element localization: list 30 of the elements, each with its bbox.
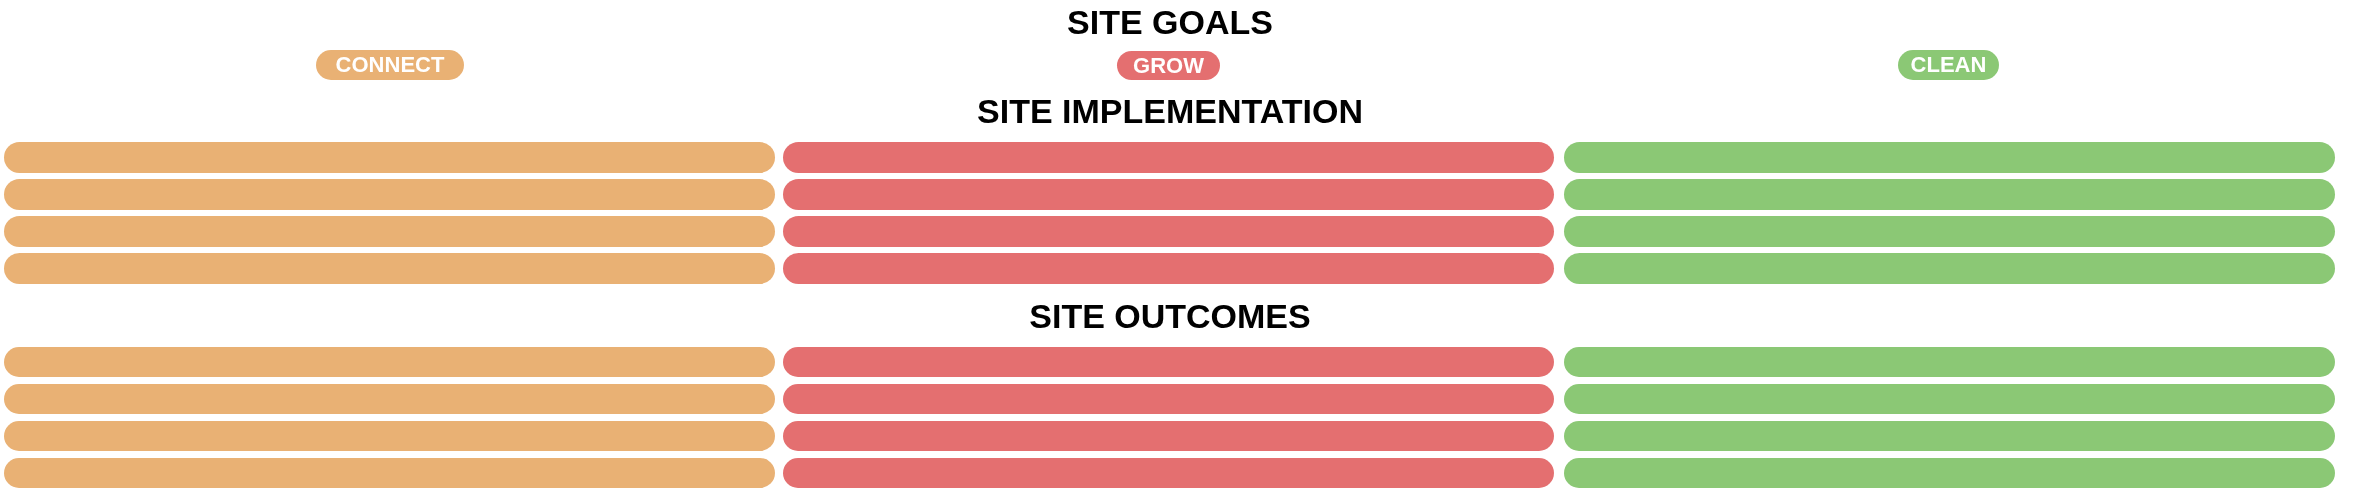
implementation-bar	[4, 142, 775, 173]
goal-tag: CONNECT	[316, 50, 464, 80]
outcome-bar	[1564, 347, 2335, 377]
implementation-bar	[1564, 216, 2335, 247]
goal-tag: GROW	[1117, 51, 1220, 80]
implementation-bar	[1564, 142, 2335, 173]
implementation-bar	[4, 216, 775, 247]
outcome-bar	[783, 384, 1554, 414]
implementation-bar	[4, 179, 775, 210]
outcome-bar	[783, 347, 1554, 377]
outcome-bar	[4, 421, 775, 451]
outcome-bar	[783, 458, 1554, 488]
implementation-bar	[783, 253, 1554, 284]
implementation-bar	[783, 142, 1554, 173]
title: SITE GOALS	[1067, 5, 1273, 39]
implementation-bar	[1564, 253, 2335, 284]
outcome-bar	[4, 347, 775, 377]
implementation-bar	[783, 179, 1554, 210]
outcome-bar	[1564, 384, 2335, 414]
outcome-bar	[1564, 421, 2335, 451]
outcome-bar	[1564, 458, 2335, 488]
section-heading: SITE IMPLEMENTATION	[977, 94, 1363, 128]
outcome-bar	[4, 384, 775, 414]
outcome-bar	[4, 458, 775, 488]
implementation-bar	[4, 253, 775, 284]
implementation-bar	[783, 216, 1554, 247]
goal-tag: CLEAN	[1898, 50, 1999, 80]
outcome-bar	[783, 421, 1554, 451]
implementation-bar	[1564, 179, 2335, 210]
section-heading: SITE OUTCOMES	[1029, 299, 1311, 333]
